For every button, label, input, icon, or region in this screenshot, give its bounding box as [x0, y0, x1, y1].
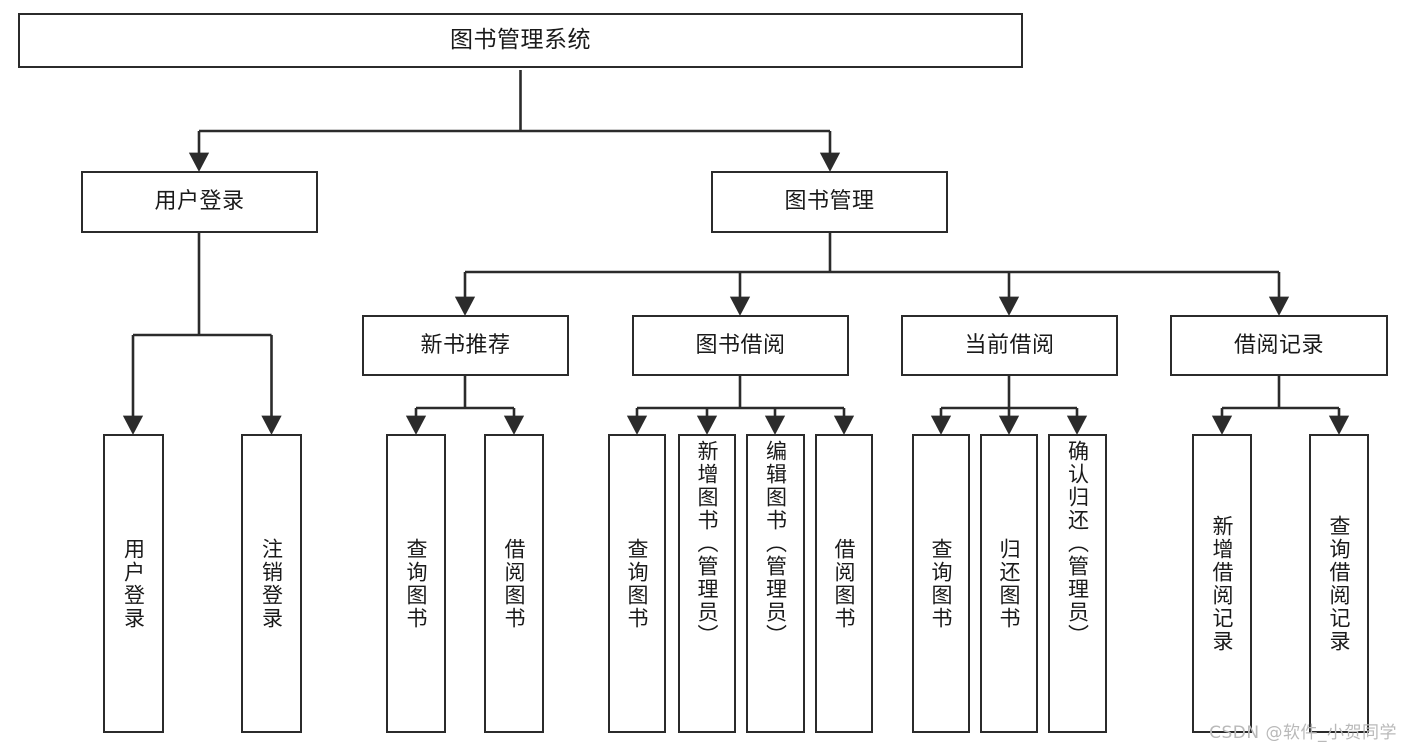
node-label: 查询借阅记录 [1327, 514, 1352, 653]
node-borrow-record[interactable]: 借阅记录 [1170, 315, 1388, 376]
node-label: 归还图书 [997, 537, 1022, 630]
node-root-book-management-system[interactable]: 图书管理系统 [18, 13, 1023, 68]
node-book-management[interactable]: 图书管理 [711, 171, 948, 233]
node-label: 当前借阅 [964, 332, 1055, 358]
node-user-login[interactable]: 用户登录 [81, 171, 318, 233]
node-leaf-query-borrow-record[interactable]: 查询借阅记录 [1309, 434, 1369, 733]
node-label: 查询图书 [625, 537, 650, 630]
node-leaf-logout-login[interactable]: 注销登录 [241, 434, 302, 733]
node-label: 新书推荐 [420, 332, 511, 358]
node-leaf-query-book-current[interactable]: 查询图书 [912, 434, 970, 733]
node-label: 借阅图书 [502, 537, 527, 630]
node-label: 图书借阅 [695, 332, 786, 358]
node-label: 查询图书 [404, 537, 429, 630]
node-leaf-add-book-admin[interactable]: 新增图书（管理员） [678, 434, 736, 733]
node-label: 新增借阅记录 [1210, 514, 1235, 653]
node-leaf-borrow-book[interactable]: 借阅图书 [815, 434, 873, 733]
node-label: 图书管理 [784, 189, 875, 215]
node-label: 用户登录 [154, 189, 245, 215]
node-label: 编辑图书（管理员） [763, 440, 788, 647]
node-leaf-return-book[interactable]: 归还图书 [980, 434, 1038, 733]
node-label: 借阅记录 [1233, 332, 1324, 358]
node-leaf-confirm-return-admin[interactable]: 确认归还（管理员） [1048, 434, 1107, 733]
node-current-borrow[interactable]: 当前借阅 [901, 315, 1118, 376]
node-leaf-edit-book-admin[interactable]: 编辑图书（管理员） [746, 434, 805, 733]
node-label: 注销登录 [259, 537, 284, 630]
node-label: 新增图书（管理员） [695, 440, 720, 647]
node-leaf-user-login[interactable]: 用户登录 [103, 434, 164, 733]
node-leaf-query-book-recommend[interactable]: 查询图书 [386, 434, 446, 733]
node-leaf-borrow-book-recommend[interactable]: 借阅图书 [484, 434, 544, 733]
node-label: 借阅图书 [832, 537, 857, 630]
node-leaf-add-borrow-record[interactable]: 新增借阅记录 [1192, 434, 1252, 733]
node-label: 查询图书 [929, 537, 954, 630]
node-label: 用户登录 [121, 537, 146, 630]
node-label: 确认归还（管理员） [1065, 440, 1090, 647]
node-leaf-query-book-borrow[interactable]: 查询图书 [608, 434, 666, 733]
node-new-book-recommend[interactable]: 新书推荐 [362, 315, 569, 376]
node-book-borrow[interactable]: 图书借阅 [632, 315, 849, 376]
node-label: 图书管理系统 [450, 27, 591, 54]
csdn-watermark: CSDN @软件_小贺同学 [1209, 723, 1397, 743]
